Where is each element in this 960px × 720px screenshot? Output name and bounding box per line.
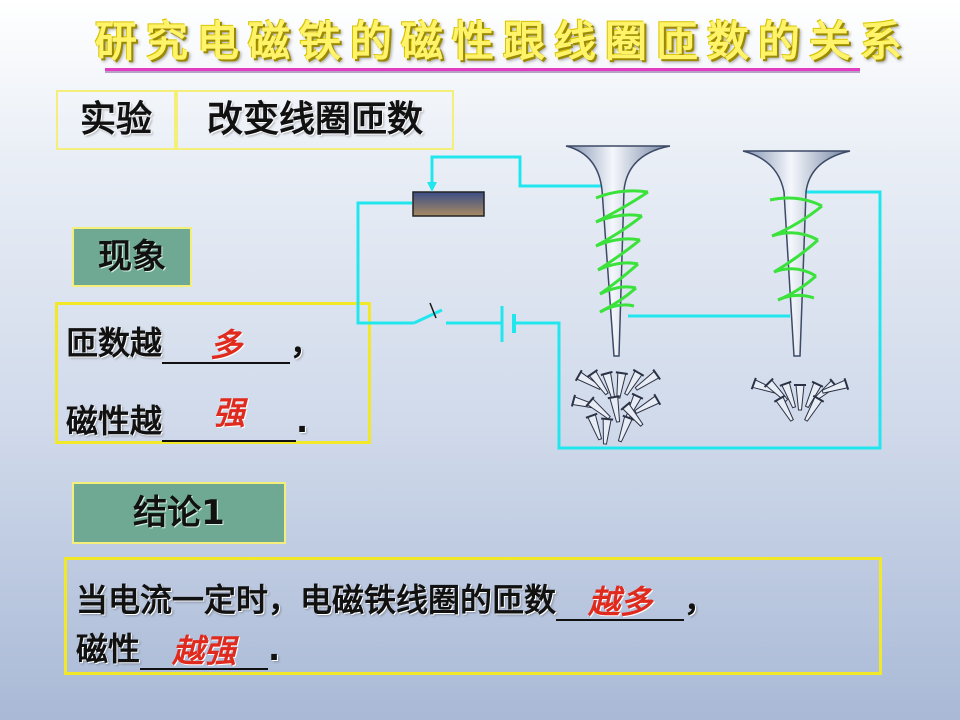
conclusion-tag: 结论1 [72,482,286,544]
conclusion-blank-1: 越多 [556,583,685,621]
phenomenon-panel [55,302,371,444]
phenomenon-line-2-prefix: 磁性越 [66,402,163,440]
pins-left [570,368,662,446]
conclusion-line-2-suffix: . [268,630,281,668]
conclusion-panel [64,557,882,675]
phenomenon-tag: 现象 [72,227,192,287]
conclusion-line-2: 磁性越强. [76,624,280,670]
phenomenon-line-1-suffix: ， [290,324,323,362]
phenomenon-line-2: 磁性越 强. [66,394,309,442]
electromagnet-left [565,145,671,446]
page-title: 研究电磁铁的磁性跟线圈匝数的关系 [95,17,912,66]
electromagnet-right [742,150,851,425]
conclusion-line-1: 当电流一定时，电磁铁线圈的匝数越多 ， [76,575,716,621]
conclusion-line-1-suffix: ， [684,581,717,619]
battery [500,306,516,342]
phenomenon-line-1-prefix: 匝数越 [66,324,163,362]
phenomenon-answer-2: 强 [213,394,246,432]
conclusion-blank-2: 越强 [140,632,269,670]
coil-left [595,189,649,314]
phenomenon-line-1: 匝数越 多 ， [66,318,322,364]
phenomenon-answer-1: 多 [210,326,243,364]
conclusion-answer-1: 越多 [588,583,653,621]
conclusion-line-1-prefix: 当电流一定时，电磁铁线圈的匝数 [76,581,557,619]
conclusion-line-2-prefix: 磁性 [76,630,141,668]
switch [413,302,443,325]
title-underline [105,68,860,73]
rheostat [412,191,485,217]
slider-arrow-icon [427,182,437,192]
experiment-label: 实验 [56,90,176,150]
coil-right [769,196,823,302]
phenomenon-blank-1: 多 [162,326,291,364]
phenomenon-blank-2: 强 [162,394,297,442]
circuit-wires [356,155,882,450]
conclusion-answer-2: 越强 [172,632,237,670]
experiment-value: 改变线圈匝数 [176,90,454,150]
pins-right [750,376,850,425]
phenomenon-line-2-suffix: . [296,402,309,440]
